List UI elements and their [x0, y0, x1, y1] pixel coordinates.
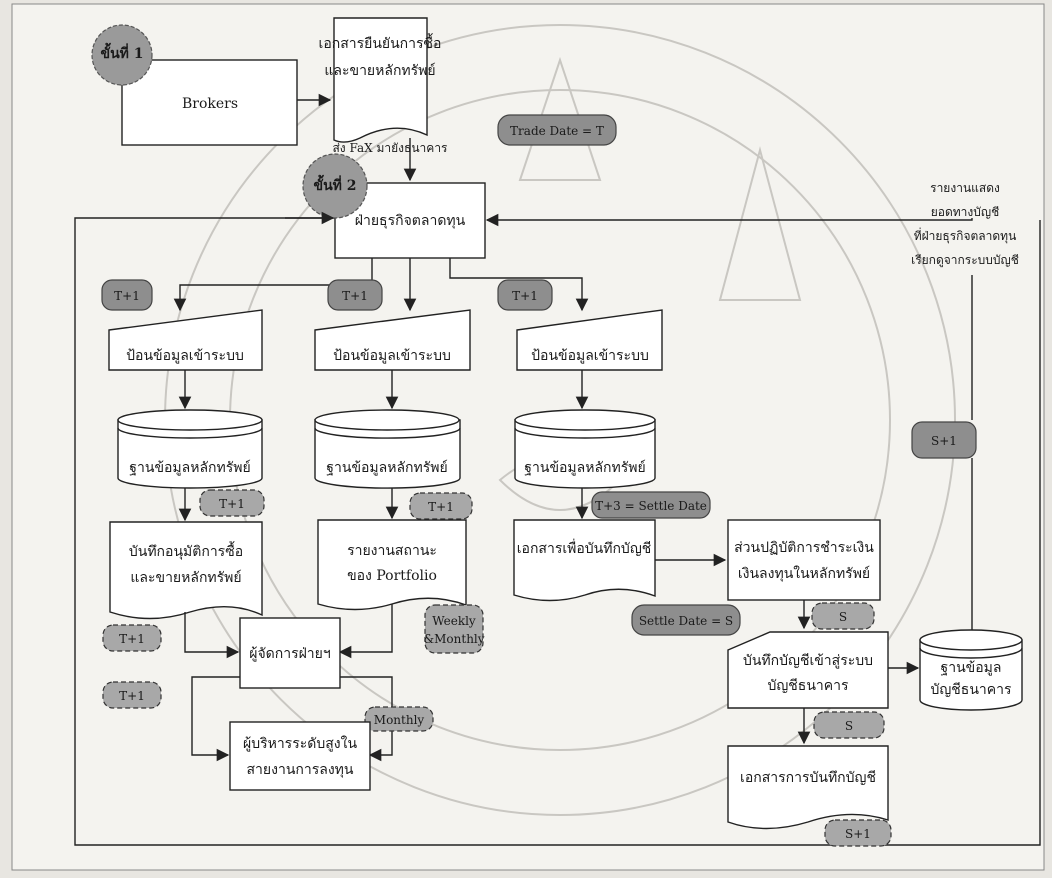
- arrow-capital-to-input1: [173, 258, 373, 312]
- bank-database: ฐานข้อมูล บัญชีธนาคาร: [919, 629, 1023, 711]
- report-annotation-line4: เรียกดูจากระบบบัญชี: [911, 253, 1019, 268]
- fax-annotation: ส่ง FaX มายังธนาคาร: [332, 141, 448, 155]
- monthly-tag: Monthly: [364, 706, 434, 732]
- report-annotation-line1: รายงานแสดง: [930, 181, 1000, 195]
- t1-tag-d-label: T+1: [219, 497, 245, 511]
- approval-document-line1: บันทึกอนุมัติการซื้อ: [129, 541, 243, 560]
- entry-document-label: เอกสารการบันทึกบัญชี: [740, 770, 876, 786]
- settlement-line1: ส่วนปฏิบัติการชำระเงิน: [734, 540, 874, 556]
- s-tag-2-label: S: [845, 719, 853, 733]
- senior-exec-line2: สายงานการลงทุน: [247, 762, 354, 778]
- approval-document: บันทึกอนุมัติการซื้อ และขายหลักทรัพย์: [109, 521, 263, 620]
- settle-tag-label: T+3 = Settle Date: [595, 499, 707, 513]
- t1-tag-b: T+1: [327, 279, 383, 311]
- settle-date-label: Settle Date = S: [639, 614, 733, 628]
- step-2-label: ขั้นที่ 2: [314, 174, 357, 194]
- input-box-3: ป้อนข้อมูลเข้าระบบ: [516, 309, 663, 371]
- securities-db-1: ฐานข้อมูลหลักทรัพย์: [117, 409, 263, 489]
- t1-tag-g-label: T+1: [119, 689, 145, 703]
- bank-entry-line1: บันทึกบัญชีเข้าสู่ระบบ: [743, 653, 873, 669]
- weekly-monthly-tag: Weekly &Monthly: [423, 604, 485, 654]
- input-box-2-label: ป้อนข้อมูลเข้าระบบ: [333, 348, 451, 364]
- input-box-2: ป้อนข้อมูลเข้าระบบ: [314, 309, 471, 371]
- t1-tag-e-label: T+1: [428, 500, 454, 514]
- settle-date-tag: Settle Date = S: [631, 604, 741, 636]
- entry-document: เอกสารการบันทึกบัญชี: [727, 745, 889, 830]
- report-annotation-line2: ยอดทางบัญชี: [931, 205, 1000, 219]
- senior-exec-line1: ผู้บริหารระดับสูงใน: [243, 735, 357, 752]
- t1-tag-a: T+1: [101, 279, 153, 311]
- portfolio-report-line2: ของ Portfolio: [347, 568, 437, 584]
- manager-label: ผู้จัดการฝ่ายฯ: [249, 646, 330, 662]
- arrow-report-to-capital: [485, 213, 973, 227]
- t1-tag-f-label: T+1: [119, 632, 145, 646]
- bank-database-line1: ฐานข้อมูล: [941, 660, 1002, 676]
- capital-market-label: ฝ่ายธุรกิจตลาดทุน: [355, 213, 466, 229]
- input-box-3-label: ป้อนข้อมูลเข้าระบบ: [531, 348, 649, 364]
- confirm-document-line2: และขายหลักทรัพย์: [324, 62, 435, 79]
- securities-db-3-label: ฐานข้อมูลหลักทรัพย์: [524, 459, 645, 476]
- weekly-monthly-line1: Weekly: [432, 614, 476, 628]
- input-box-1-label: ป้อนข้อมูลเข้าระบบ: [126, 348, 244, 364]
- confirm-document: เอกสารยืนยันการซื้อ และขายหลักทรัพย์: [319, 17, 442, 143]
- accounting-document: เอกสารเพื่อบันทึกบัญชี: [513, 519, 656, 602]
- trade-date-tag: Trade Date = T: [497, 114, 617, 146]
- securities-db-2: ฐานข้อมูลหลักทรัพย์: [314, 409, 461, 489]
- step-1-label: ขั้นที่ 1: [101, 42, 144, 62]
- arrow-manager-to-senior: [191, 676, 240, 762]
- t1-tag-e: T+1: [409, 492, 473, 520]
- bank-entry-box: บันทึกบัญชีเข้าสู่ระบบ บัญชีธนาคาร: [727, 631, 889, 709]
- s-plus-1-tag-b: S+1: [824, 819, 892, 847]
- t1-tag-g: T+1: [102, 681, 162, 709]
- arrow-capital-to-input3: [449, 258, 589, 312]
- portfolio-report-line1: รายงานสถานะ: [347, 543, 437, 559]
- t1-tag-d: T+1: [199, 489, 265, 517]
- t1-tag-c-label: T+1: [512, 289, 538, 303]
- securities-db-3: ฐานข้อมูลหลักทรัพย์: [514, 409, 656, 489]
- settlement-box: ส่วนปฏิบัติการชำระเงิน เงินลงทุนในหลักทร…: [727, 519, 881, 601]
- arrow-portfolio-to-manager: [338, 604, 393, 659]
- bank-database-line2: บัญชีธนาคาร: [930, 682, 1012, 698]
- accounting-document-label: เอกสารเพื่อบันทึกบัญชี: [517, 539, 652, 557]
- portfolio-report-document: รายงานสถานะ ของ Portfolio: [317, 519, 467, 611]
- t1-tag-c: T+1: [497, 279, 553, 311]
- s-tag-1: S: [811, 602, 875, 630]
- input-box-1: ป้อนข้อมูลเข้าระบบ: [108, 309, 263, 371]
- confirm-document-line1: เอกสารยืนยันการซื้อ: [319, 33, 442, 52]
- step-2-badge: ขั้นที่ 2: [302, 153, 368, 219]
- senior-exec-box: ผู้บริหารระดับสูงใน สายงานการลงทุน: [229, 721, 371, 791]
- t1-tag-b-label: T+1: [342, 289, 368, 303]
- s-plus-1-tag-b-label: S+1: [845, 827, 871, 841]
- t1-tag-f: T+1: [102, 624, 162, 652]
- arrow-approval-to-manager: [184, 612, 240, 659]
- settlement-line2: เงินลงทุนในหลักทรัพย์: [738, 565, 870, 582]
- report-annotation-line3: ที่ฝ่ายธุรกิจตลาดทุน: [914, 227, 1017, 244]
- s-plus-1-tag-a: S+1: [911, 421, 977, 459]
- s-tag-1-label: S: [839, 610, 847, 624]
- brokers-label: Brokers: [182, 96, 238, 112]
- manager-box: ผู้จัดการฝ่ายฯ: [239, 617, 341, 689]
- s-plus-1-tag-a-label: S+1: [931, 434, 957, 448]
- settle-tag: T+3 = Settle Date: [591, 491, 711, 519]
- bank-entry-line2: บัญชีธนาคาร: [767, 678, 849, 694]
- outer-feedback-line: [74, 217, 1041, 846]
- approval-document-line2: และขายหลักทรัพย์: [130, 569, 241, 586]
- step-1-badge: ขั้นที่ 1: [91, 24, 153, 86]
- s-tag-2: S: [813, 711, 885, 739]
- trade-date-label: Trade Date = T: [510, 124, 604, 138]
- monthly-label: Monthly: [374, 713, 425, 727]
- brokers-box: Brokers: [121, 59, 298, 146]
- securities-db-2-label: ฐานข้อมูลหลักทรัพย์: [326, 459, 447, 476]
- t1-tag-a-label: T+1: [114, 289, 140, 303]
- weekly-monthly-line2: &Monthly: [423, 632, 484, 646]
- securities-db-1-label: ฐานข้อมูลหลักทรัพย์: [129, 459, 250, 476]
